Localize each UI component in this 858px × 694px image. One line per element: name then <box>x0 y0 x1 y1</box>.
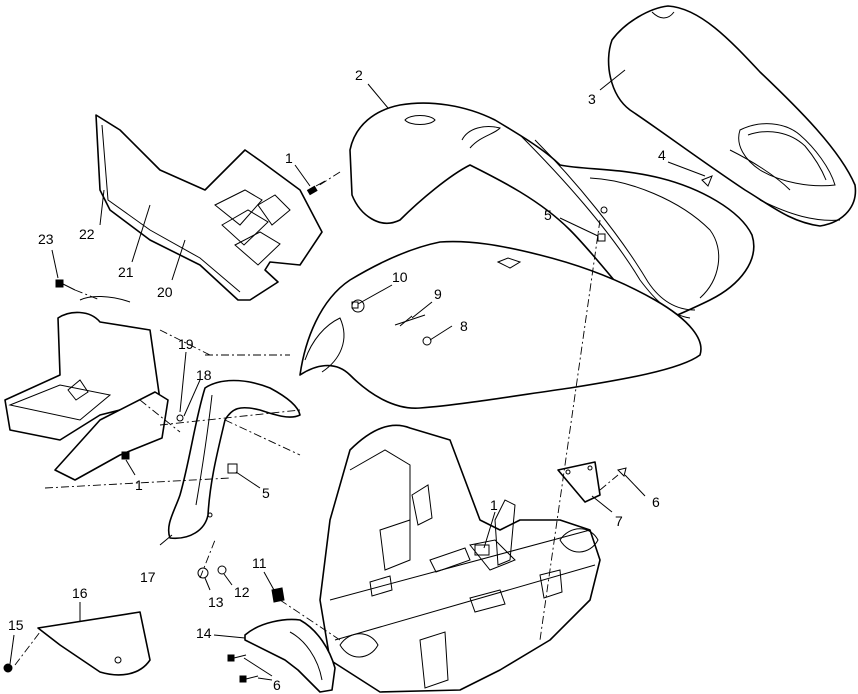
center-lines <box>14 171 619 666</box>
callout-22: 22 <box>79 226 95 242</box>
callout-19: 19 <box>178 336 194 352</box>
part-rear-cover <box>607 5 857 227</box>
callout-20: 20 <box>157 284 173 300</box>
callout-23: 23 <box>38 231 54 247</box>
callout-8: 8 <box>460 318 468 334</box>
part-front-fender <box>299 240 702 409</box>
callout-3: 3 <box>588 91 596 107</box>
part-plate <box>37 611 151 676</box>
hardware <box>3 175 713 683</box>
callout-11: 11 <box>252 555 267 571</box>
callout-6-bottom: 6 <box>273 677 281 693</box>
callout-labels: 1 2 3 4 5 10 9 8 22 21 20 23 19 18 1 5 1… <box>8 67 666 693</box>
callout-12: 12 <box>234 584 250 600</box>
callout-2: 2 <box>355 67 363 83</box>
leader-lines <box>9 69 706 681</box>
callout-1-upper: 1 <box>285 150 293 166</box>
callout-5-lower: 5 <box>262 485 270 501</box>
callout-6-right: 6 <box>652 494 660 510</box>
callout-14: 14 <box>196 625 212 641</box>
callout-16: 16 <box>72 585 88 601</box>
callout-15: 15 <box>8 617 24 633</box>
callout-7: 7 <box>615 513 623 529</box>
part-fender-flare <box>167 379 301 540</box>
part-footrest <box>4 296 169 481</box>
callout-1-left: 1 <box>135 477 143 493</box>
callout-17: 17 <box>140 569 156 585</box>
callout-5-upper: 5 <box>544 207 552 223</box>
callout-10: 10 <box>392 269 408 285</box>
callout-9: 9 <box>434 286 442 302</box>
callout-1-frame: 1 <box>490 497 498 513</box>
callout-21: 21 <box>118 264 134 280</box>
part-tank-cover <box>349 102 755 329</box>
callout-4: 4 <box>658 147 666 163</box>
part-bracket <box>557 461 601 503</box>
callout-13: 13 <box>208 594 224 610</box>
callout-18: 18 <box>196 367 212 383</box>
part-frame <box>319 424 601 693</box>
part-side-panel <box>95 114 323 301</box>
part-skid-guard <box>244 618 336 693</box>
